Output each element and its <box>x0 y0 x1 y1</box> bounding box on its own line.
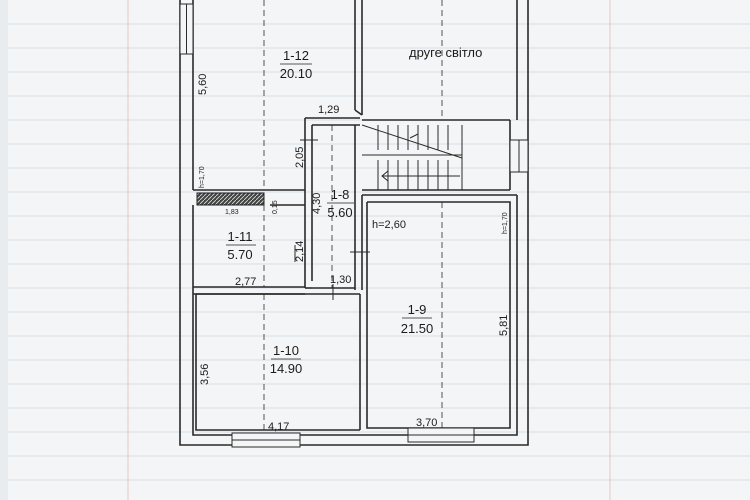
room-1-9-area: 21.50 <box>401 321 434 336</box>
dim-4-30: 4,30 <box>311 193 323 214</box>
dim-2-77: 2,77 <box>235 276 256 288</box>
dim-1-30: 1,30 <box>330 274 351 286</box>
dim-1-29: 1,29 <box>318 104 339 116</box>
dim-2-05: 2,05 <box>294 147 306 168</box>
paper-grid <box>8 23 750 481</box>
room-labels: 1-12 20.10 1-11 5.70 1-8 5.60 1-10 14.90… <box>226 48 433 376</box>
windows <box>179 3 529 448</box>
dim-0-15: 0,15 <box>272 200 279 214</box>
dim-5-60: 5,60 <box>197 74 209 95</box>
second-light-label: друге світло <box>409 45 482 60</box>
room-1-10-area: 14.90 <box>270 361 303 376</box>
dim-3-70: 3,70 <box>416 417 437 429</box>
dim-2-14: 2,14 <box>294 241 306 262</box>
dim-4-17: 4,17 <box>268 421 289 433</box>
room-1-11-number: 1-11 <box>227 229 252 244</box>
dimension-labels: 5,60 1,29 2,05 4,30 1,83 0,15 2,14 2,77 … <box>197 74 510 433</box>
room-1-10-number: 1-10 <box>273 343 299 358</box>
room-1-11-area: 5.70 <box>227 247 252 262</box>
ceiling-height-label: h=2,60 <box>372 219 406 231</box>
dim-1-83: 1,83 <box>225 209 239 216</box>
dim-5-81: 5,81 <box>498 315 510 336</box>
window-height-left: h=1,70 <box>199 166 206 188</box>
room-1-9-number: 1-9 <box>408 302 427 317</box>
door-swings <box>294 139 370 300</box>
room-1-8-number: 1-8 <box>331 187 350 202</box>
room-1-12-area: 20.10 <box>280 66 313 81</box>
room-1-12-number: 1-12 <box>283 48 309 63</box>
paper-sheet <box>8 0 750 500</box>
dimension-lines <box>263 0 443 430</box>
hatched-element <box>196 192 265 206</box>
room-1-8-area: 5.60 <box>327 205 352 220</box>
dim-3-56: 3,56 <box>199 364 211 385</box>
stairs <box>361 124 463 190</box>
window-height-right: h=1,70 <box>502 212 509 234</box>
